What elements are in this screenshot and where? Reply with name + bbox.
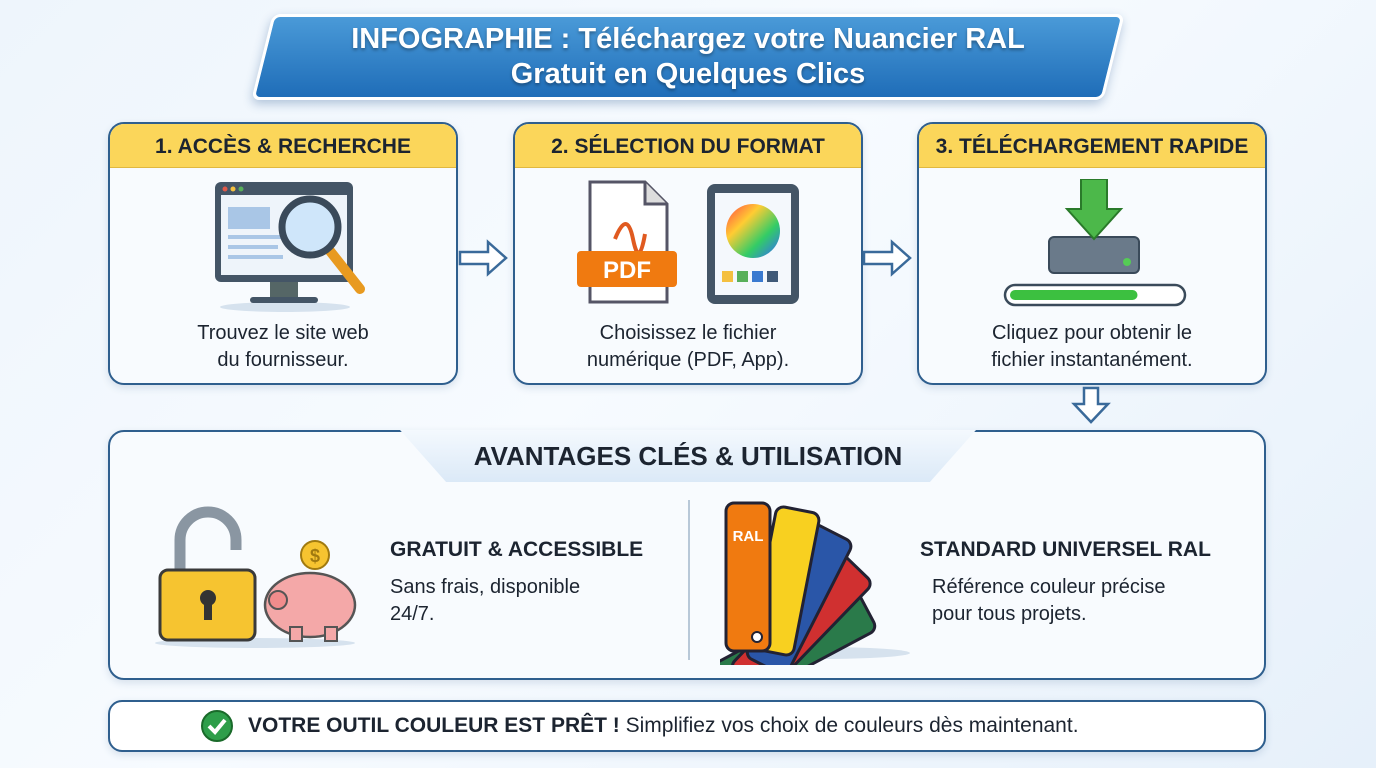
- download-drive-icon: [1003, 179, 1187, 307]
- fan-label: RAL: [733, 528, 764, 545]
- desc-line: Référence couleur précise: [932, 576, 1166, 598]
- arrow-down-icon: [1071, 386, 1111, 424]
- desc-line: Trouvez le site web: [197, 322, 369, 344]
- desc-line: numérique (PDF, App).: [586, 349, 790, 371]
- advantage-title: GRATUIT & ACCESSIBLE: [390, 538, 644, 561]
- pdf-label: PDF: [603, 257, 651, 284]
- desc-line: Cliquez pour obtenir le: [991, 322, 1193, 344]
- footer-bar: [108, 700, 1266, 752]
- step-header: 3. TÉLÉCHARGEMENT RAPIDE: [919, 124, 1265, 168]
- step-description: Trouvez le site web du fournisseur.: [110, 320, 456, 374]
- step-description: Cliquez pour obtenir le fichier instantan…: [919, 320, 1265, 374]
- advantage-description: Référence couleur précise pour tous proje…: [932, 574, 1165, 628]
- advantages-title: AVANTAGES CLÉS & UTILISATION: [473, 441, 903, 471]
- desc-line: 24/7.: [390, 603, 435, 625]
- pdf-tablet-icon: PDF: [577, 180, 799, 304]
- browser-magnifier-icon: [215, 182, 365, 312]
- footer-bold: VOTRE OUTIL COULEUR EST PRÊT !: [248, 714, 620, 737]
- desc-line: Sans frais, disponible: [390, 576, 581, 598]
- arrow-right-icon: [862, 239, 912, 277]
- divider: [688, 500, 690, 660]
- step-card-3: 3. TÉLÉCHARGEMENT RAPIDE Cliquez pour ob…: [917, 122, 1267, 385]
- step-card-1: 1. ACCÈS & RECHERCHE Trouvez le site web…: [108, 122, 458, 385]
- svg-text:$: $: [310, 546, 320, 566]
- advantage-title: STANDARD UNIVERSEL RAL: [920, 538, 1211, 561]
- step-card-2: 2. SÉLECTION DU FORMAT PDF Choisissez le…: [513, 122, 863, 385]
- padlock-piggy-bank-icon: $: [155, 506, 357, 648]
- title-line-2: Gratuit en Quelques Clics: [510, 58, 866, 90]
- page-title: INFOGRAPHIE : Téléchargez votre Nuancier…: [262, 22, 1114, 92]
- title-line-1: INFOGRAPHIE : Téléchargez votre Nuancier…: [351, 23, 1025, 55]
- desc-line: pour tous projets.: [932, 603, 1087, 625]
- footer-message: VOTRE OUTIL COULEUR EST PRÊT ! Simplifie…: [248, 714, 1079, 738]
- desc-line: fichier instantanément.: [991, 349, 1193, 371]
- step-header: 1. ACCÈS & RECHERCHE: [110, 124, 456, 168]
- footer-text: Simplifiez vos choix de couleurs dès mai…: [619, 714, 1079, 737]
- desc-line: Choisissez le fichier: [599, 322, 777, 344]
- step-description: Choisissez le fichier numérique (PDF, App…: [515, 320, 861, 374]
- check-circle-icon: [201, 710, 233, 742]
- advantages-tab: [400, 430, 976, 482]
- step-header: 2. SÉLECTION DU FORMAT: [515, 124, 861, 168]
- advantage-description: Sans frais, disponible 24/7.: [390, 574, 580, 628]
- arrow-right-icon: [458, 239, 508, 277]
- desc-line: du fournisseur.: [217, 349, 349, 371]
- ral-fan-deck-icon: RAL: [720, 501, 910, 665]
- progress-fill: [1010, 290, 1138, 300]
